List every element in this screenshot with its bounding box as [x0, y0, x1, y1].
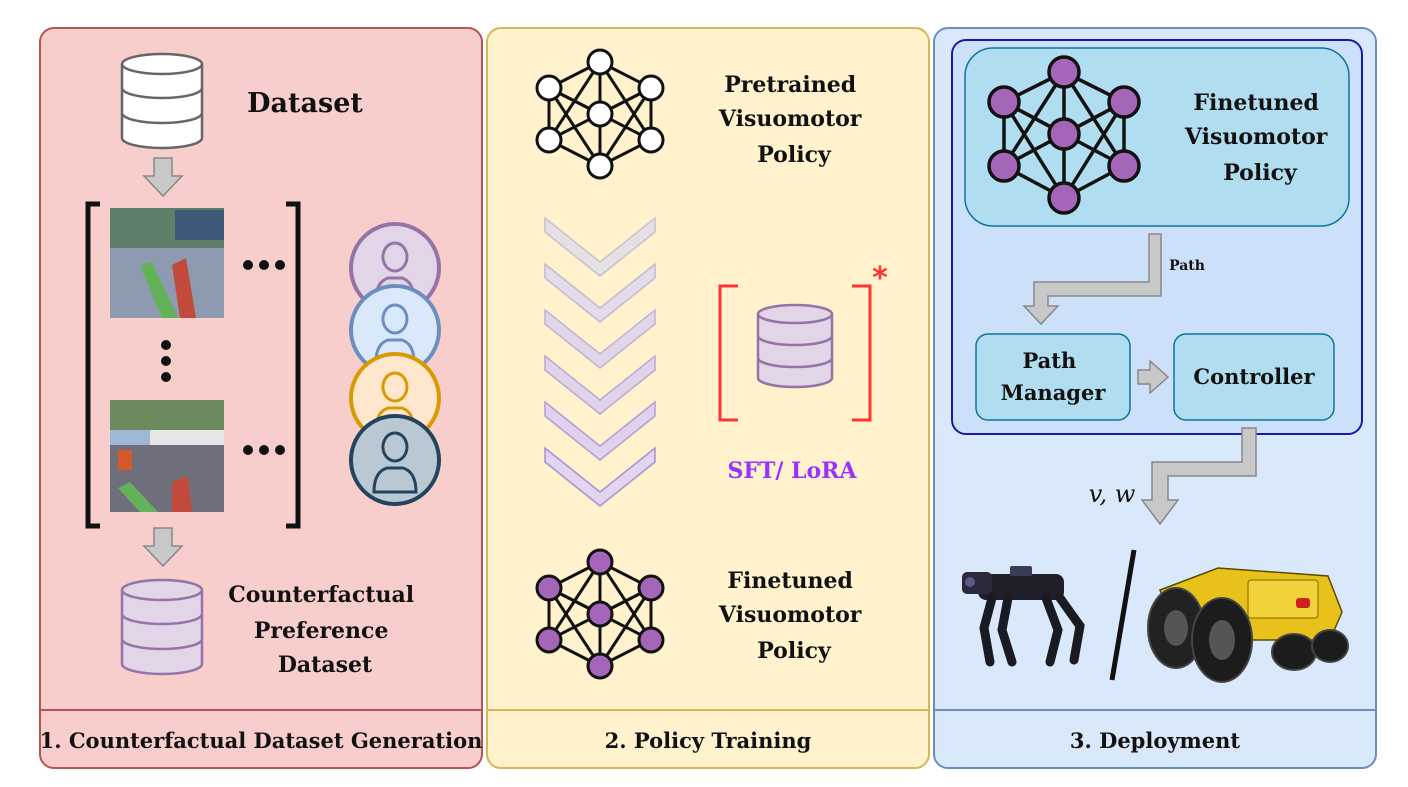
training-dataset-icon — [756, 303, 834, 389]
deployed-policy-label: Finetuned Visuomotor Policy — [1184, 90, 1335, 186]
panel1-caption: 1. Counterfactual Dataset Generation — [40, 728, 483, 753]
ellipsis-2 — [243, 445, 285, 455]
preference-dataset-icon — [120, 578, 204, 676]
path-arrow — [1022, 233, 1162, 326]
finetuned-network-icon — [535, 548, 665, 680]
panel-deployment: 3. Deployment Finetun — [933, 27, 1377, 769]
annotator-avatars — [349, 222, 441, 506]
path-manager-box — [975, 333, 1131, 421]
training-chevrons — [544, 216, 656, 507]
path-label: Path — [1169, 258, 1205, 274]
avatar-blue — [349, 284, 441, 376]
pretrained-policy-label: Pretrained Visuomotor Policy — [718, 72, 869, 168]
robot-divider — [1109, 549, 1137, 681]
sample-image-2 — [110, 400, 224, 512]
controller-label: Controller — [1193, 364, 1315, 389]
dataset-icon — [120, 52, 204, 150]
right-arrow-icon — [1137, 359, 1170, 395]
red-right-bracket — [852, 284, 872, 422]
command-label: v, w — [1089, 480, 1136, 508]
quadruped-robot-image — [962, 566, 1085, 667]
left-bracket — [85, 201, 100, 529]
avatar-gray — [349, 414, 441, 506]
method-label: SFT/ LoRA — [727, 458, 857, 484]
path-manager-label: Path Manager — [1001, 348, 1107, 405]
red-left-bracket — [718, 284, 738, 422]
deployed-network-icon — [987, 55, 1141, 215]
asterisk: * — [872, 261, 888, 296]
down-arrow-icon — [142, 157, 184, 198]
panel-policy-training: 2. Policy Training Pretrained Visuomotor… — [486, 27, 930, 769]
vertical-ellipsis — [161, 340, 171, 382]
finetuned-policy-label: Finetuned Visuomotor Policy — [718, 568, 869, 664]
right-bracket — [286, 201, 301, 529]
panel3-caption: 3. Deployment — [1070, 728, 1241, 753]
sample-image-1 — [110, 208, 224, 318]
preference-dataset-label: Counterfactual Preference Dataset — [228, 582, 421, 678]
command-arrow — [1140, 427, 1257, 526]
wheeled-robot-image — [1147, 567, 1349, 683]
ellipsis-1 — [243, 260, 285, 270]
dataset-label: Dataset — [247, 88, 363, 119]
down-arrow-icon-2 — [142, 527, 184, 568]
panel-counterfactual-generation: 1. Counterfactual Dataset Generation Dat… — [39, 27, 483, 769]
finetuned-policy-box — [964, 47, 1350, 227]
controller-box — [1173, 333, 1335, 421]
panel2-caption: 2. Policy Training — [605, 728, 812, 753]
pretrained-network-icon — [535, 48, 665, 180]
